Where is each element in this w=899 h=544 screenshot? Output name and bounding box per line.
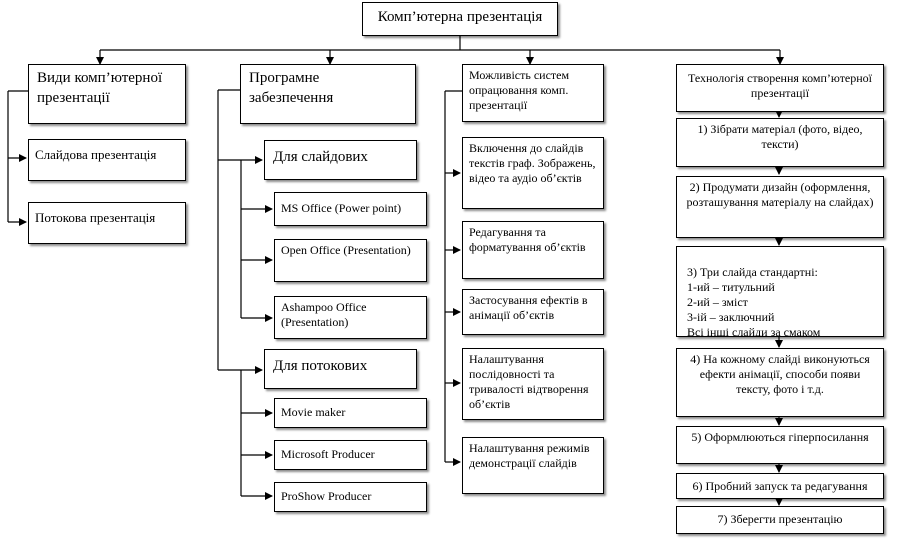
capability-box: Налаштування послідовності та тривалості…	[462, 348, 604, 420]
technology-step-box: 7) Зберегти презентацію	[676, 506, 884, 534]
technology-step-box: 6) Пробний запуск та редагування	[676, 473, 884, 499]
software-header-box: Програмне забезпечення	[240, 64, 416, 124]
capability-box: Налаштування режимів демонстрації слайді…	[462, 437, 604, 494]
technology-step-box: 2) Продумати дизайн (оформлення, розташу…	[676, 176, 884, 238]
technology-step-label: 3) Три слайда стандартні: 1-ий – титульн…	[687, 265, 821, 337]
capability-label: Налаштування режимів демонстрації слайді…	[469, 441, 590, 470]
capabilities-header-box: Можливість систем опрацювання комп. през…	[462, 64, 604, 122]
technology-header-box: Технологія створення комп’ютерної презен…	[676, 64, 884, 112]
ashampoo-office-label: Ashampoo Office (Presentation)	[281, 300, 367, 329]
capability-label: Редагування та форматування об’єктів	[469, 225, 586, 254]
ms-office-label: MS Office (Power point)	[281, 201, 402, 215]
ashampoo-office-box: Ashampoo Office (Presentation)	[274, 296, 427, 339]
proshow-producer-label: ProShow Producer	[281, 489, 372, 503]
proshow-producer-box: ProShow Producer	[274, 482, 427, 512]
root-title: Комп’ютерна презентація	[377, 9, 543, 25]
capability-label: Налаштування послідовності та тривалості…	[469, 352, 589, 411]
open-office-box: Open Office (Presentation)	[274, 239, 427, 282]
slide-presentation-label: Слайдова презентація	[35, 147, 157, 162]
technology-step-label: 6) Пробний запуск та редагування	[692, 479, 868, 493]
stream-group-label: Для потокових	[273, 358, 368, 374]
slides-group-label: Для слайдових	[273, 149, 368, 165]
technology-step-box: 5) Оформлюються гіперпосилання	[676, 426, 884, 464]
technology-step-box: 4) На кожному слайді виконуються ефекти …	[676, 348, 884, 417]
stream-presentation-label: Потокова презентація	[35, 210, 156, 225]
slides-group-box: Для слайдових	[264, 140, 417, 180]
root-box: Комп’ютерна презентація	[362, 2, 558, 36]
capability-label: Включення до слайдів текстів граф. Зобра…	[469, 141, 596, 185]
slide-presentation-box: Слайдова презентація	[28, 139, 186, 181]
movie-maker-box: Movie maker	[274, 398, 427, 428]
capability-box: Застосування ефектів в анімації об’єктів	[462, 289, 604, 335]
capabilities-header: Можливість систем опрацювання комп. през…	[469, 68, 570, 112]
capability-label: Застосування ефектів в анімації об’єктів	[469, 293, 588, 322]
open-office-label: Open Office (Presentation)	[281, 243, 411, 257]
types-header-box: Види комп’ютерної презентації	[28, 64, 186, 124]
technology-step-label: 4) На кожному слайді виконуються ефекти …	[690, 352, 870, 396]
types-header: Види комп’ютерної презентації	[37, 70, 163, 106]
microsoft-producer-box: Microsoft Producer	[274, 440, 427, 470]
technology-step-box: 3) Три слайда стандартні: 1-ий – титульн…	[676, 246, 884, 337]
technology-step-box: 1) Зібрати матеріал (фото, відео, тексти…	[676, 118, 884, 167]
technology-step-label: 7) Зберегти презентацію	[717, 512, 843, 526]
capability-box: Включення до слайдів текстів граф. Зобра…	[462, 137, 604, 209]
capability-box: Редагування та форматування об’єктів	[462, 221, 604, 279]
technology-step-label: 1) Зібрати матеріал (фото, відео, тексти…	[697, 122, 863, 151]
technology-step-label: 2) Продумати дизайн (оформлення, розташу…	[686, 180, 874, 209]
stream-group-box: Для потокових	[264, 349, 417, 389]
stream-presentation-box: Потокова презентація	[28, 202, 186, 244]
software-header: Програмне забезпечення	[249, 70, 334, 106]
microsoft-producer-label: Microsoft Producer	[281, 447, 375, 461]
technology-step-label: 5) Оформлюються гіперпосилання	[691, 430, 869, 444]
movie-maker-label: Movie maker	[281, 405, 346, 419]
technology-header: Технологія створення комп’ютерної презен…	[687, 71, 873, 100]
ms-office-box: MS Office (Power point)	[274, 192, 427, 226]
